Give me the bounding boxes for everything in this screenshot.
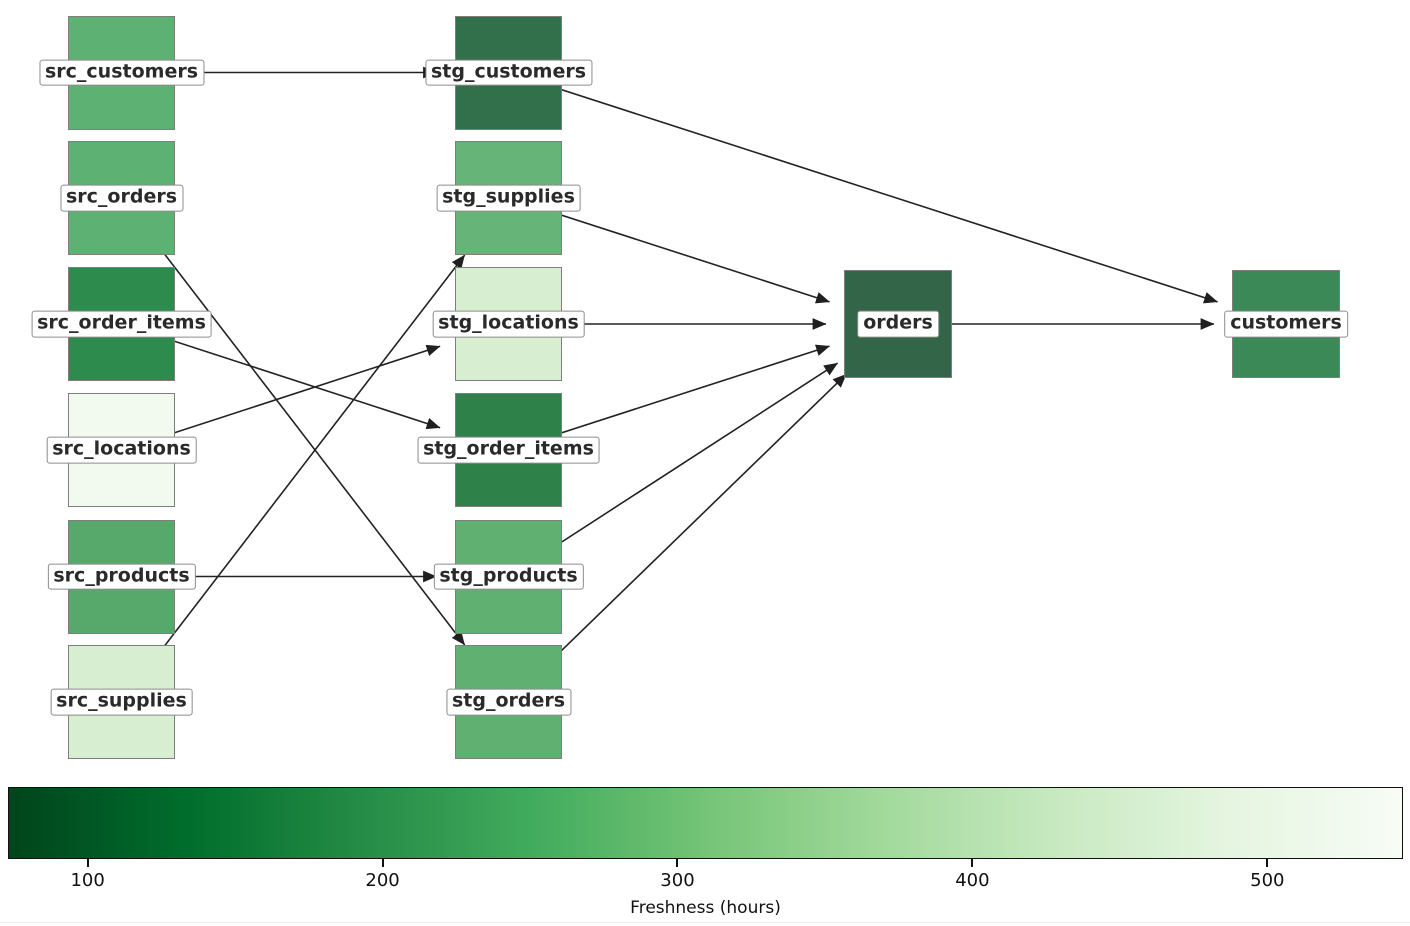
node-label-stg_orders: stg_orders xyxy=(445,688,572,716)
node-label-src_orders: src_orders xyxy=(59,184,184,212)
bottom-border xyxy=(0,922,1410,923)
node-label-src_locations: src_locations xyxy=(46,436,197,464)
node-label-src_products: src_products xyxy=(47,563,196,590)
colorbar-gradient xyxy=(8,787,1403,859)
edge-src_supplies-to-stg_supplies xyxy=(120,254,466,703)
node-label-src_supplies: src_supplies xyxy=(50,688,193,716)
colorbar-tick-mark xyxy=(1266,859,1269,867)
edge-stg_products-to-orders xyxy=(508,362,839,578)
colorbar-tick-mark xyxy=(971,859,974,867)
colorbar-tick-label: 200 xyxy=(365,870,400,891)
colorbar-axis-label: Freshness (hours) xyxy=(630,898,781,918)
node-label-stg_locations: stg_locations xyxy=(432,310,585,338)
colorbar-tick-mark xyxy=(86,859,89,867)
node-label-src_order_items: src_order_items xyxy=(31,310,212,338)
colorbar-tick-label: 300 xyxy=(660,870,695,891)
node-label-orders: orders xyxy=(857,310,939,338)
colorbar-tick-label: 500 xyxy=(1250,870,1285,891)
colorbar-tick-mark xyxy=(381,859,384,867)
colorbar-tick-label: 400 xyxy=(955,870,990,891)
node-label-stg_order_items: stg_order_items xyxy=(417,436,600,464)
colorbar-tick-mark xyxy=(676,859,679,867)
node-label-stg_supplies: stg_supplies xyxy=(436,184,581,212)
edge-stg_orders-to-orders xyxy=(507,373,847,703)
edge-layer xyxy=(120,66,1218,703)
node-label-customers: customers xyxy=(1224,310,1348,338)
edge-src_orders-to-stg_orders xyxy=(120,197,466,646)
node-label-stg_customers: stg_customers xyxy=(424,59,593,86)
edge-stg_customers-to-customers xyxy=(508,71,1218,304)
colorbar-tick-label: 100 xyxy=(70,870,105,891)
node-label-stg_products: stg_products xyxy=(433,563,584,590)
node-label-src_customers: src_customers xyxy=(38,59,205,86)
